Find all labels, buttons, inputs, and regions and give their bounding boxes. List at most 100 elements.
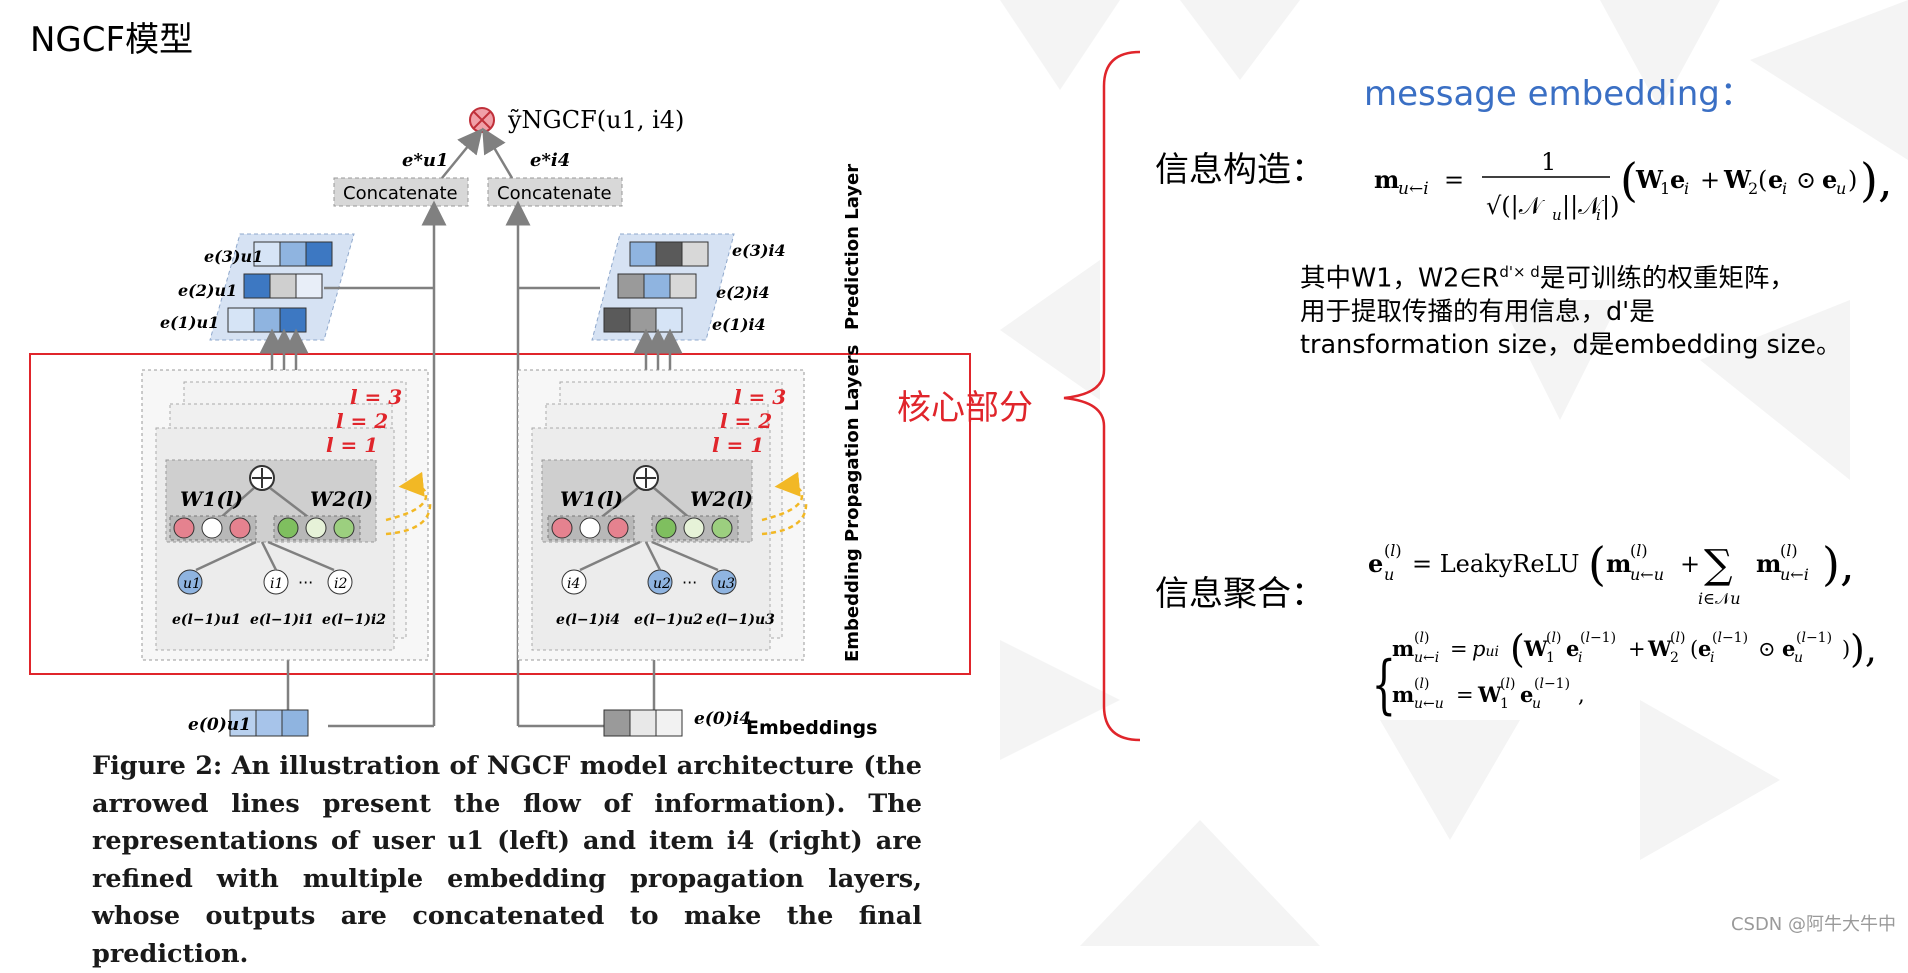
- left-node-label-1: u1: [183, 576, 201, 592]
- svg-text:W: W: [1647, 636, 1672, 661]
- svg-text:i: i: [1578, 650, 1582, 666]
- high-order-formula: { m u←i (l) = pui ( W 1 (l) e i (l−1) + …: [1372, 627, 1877, 722]
- left-l1: l = 1: [326, 433, 378, 457]
- svg-text:u: u: [1532, 696, 1541, 712]
- svg-text:(l−1): (l−1): [1712, 630, 1748, 646]
- left-stack-vectors: [227, 241, 333, 333]
- right-node-emb-2: e(l−1)u2: [634, 612, 703, 628]
- svg-text:),: ),: [1850, 627, 1877, 671]
- left-l3: l = 3: [350, 385, 402, 409]
- left-input-embedding: [229, 709, 309, 737]
- note-line-3: transformation size，d是embedding size。: [1300, 329, 1842, 360]
- core-brace: [1063, 50, 1141, 742]
- svg-text:(: (: [1690, 637, 1698, 661]
- ngcf-architecture-diagram: ỹNGCF(u1, i4) Concatenate Concatenate e*…: [29, 50, 1893, 742]
- right-l1: l = 1: [712, 433, 764, 457]
- svg-text:): ): [1848, 166, 1857, 194]
- right-input-label: e(0)i4: [694, 709, 751, 729]
- svg-text:⊙: ⊙: [1796, 166, 1816, 194]
- watermark: CSDN @阿牛大牛中: [1730, 914, 1896, 935]
- core-part-label: 核心部分: [897, 388, 1033, 428]
- svg-text:(: (: [1620, 153, 1638, 207]
- right-l3: l = 3: [734, 385, 786, 409]
- svg-text:=: =: [1450, 637, 1468, 661]
- svg-text:⊙: ⊙: [1758, 637, 1776, 661]
- propagation-layers-label: Embedding Propagation Layers: [842, 345, 863, 662]
- svg-text:e: e: [1670, 165, 1685, 194]
- left-node-i2: [327, 569, 353, 595]
- svg-text:(l−1): (l−1): [1534, 676, 1570, 692]
- right-stack-label-1: e(1)i4: [712, 315, 766, 334]
- svg-text:u: u: [1794, 650, 1803, 666]
- svg-text:W: W: [1523, 636, 1548, 661]
- svg-text:m: m: [1392, 682, 1414, 707]
- e-u-star-label: e*u1: [402, 150, 448, 171]
- svg-text:m: m: [1374, 165, 1399, 194]
- right-node-u3: [711, 569, 737, 595]
- svg-text:m: m: [1606, 549, 1631, 578]
- svg-text:e: e: [1566, 636, 1579, 661]
- svg-text:),: ),: [1822, 537, 1855, 591]
- svg-text:(l−1): (l−1): [1580, 630, 1616, 646]
- svg-text:(l): (l): [1670, 630, 1685, 646]
- svg-text:W: W: [1723, 165, 1752, 194]
- message-formula: m u←i = 1 √(|𝒩 u ||𝒩 i |) ( W 1 e i + W …: [1374, 148, 1893, 224]
- svg-text:i: i: [1710, 650, 1714, 666]
- svg-text:+: +: [1680, 550, 1700, 578]
- svg-text:(l): (l): [1500, 676, 1515, 692]
- left-node-label-2: i1: [270, 576, 283, 592]
- svg-text:(: (: [1510, 627, 1525, 671]
- right-stack-label-3: e(3)i4: [732, 241, 786, 260]
- svg-text:u←i: u←i: [1414, 650, 1439, 666]
- svg-text:),: ),: [1860, 153, 1893, 207]
- left-node-u1: [177, 569, 203, 595]
- svg-text:=: =: [1456, 683, 1474, 707]
- svg-text:u: u: [1836, 179, 1846, 198]
- svg-text:1: 1: [1500, 696, 1509, 712]
- svg-text:pui: pui: [1472, 637, 1499, 661]
- right-ellipsis: ···: [682, 573, 697, 592]
- svg-text:e: e: [1520, 682, 1533, 707]
- left-node-emb-2: e(l−1)i1: [250, 612, 314, 628]
- svg-text:(l): (l): [1630, 541, 1648, 560]
- svg-text:i: i: [1684, 179, 1689, 198]
- output-label: ỹNGCF(u1, i4): [507, 106, 684, 134]
- embeddings-label: Embeddings: [746, 717, 877, 739]
- note-line-1-a: 其中W1，W2∈R: [1300, 263, 1500, 294]
- right-node-label-2: u2: [653, 576, 671, 592]
- right-w2: W2(l): [690, 487, 753, 511]
- left-node-emb-3: e(l−1)i2: [322, 612, 386, 628]
- svg-text:= LeakyReLU: = LeakyReLU: [1412, 550, 1579, 578]
- svg-text:√(|𝒩: √(|𝒩: [1486, 192, 1546, 221]
- concat-label-right: Concatenate: [497, 183, 612, 204]
- background-pattern: [1000, 0, 1908, 946]
- core-highlight-box: [29, 353, 971, 675]
- svg-text:1: 1: [1660, 179, 1670, 198]
- svg-text:e: e: [1782, 636, 1795, 661]
- svg-text:e: e: [1768, 165, 1783, 194]
- left-l2: l = 2: [336, 409, 388, 433]
- note-line-1-sup: d'× d: [1499, 263, 1540, 281]
- right-l2: l = 2: [720, 409, 772, 433]
- svg-text:2: 2: [1670, 650, 1679, 666]
- right-node-emb-1: e(l−1)i4: [556, 612, 620, 628]
- svg-text:+: +: [1700, 166, 1720, 194]
- svg-text:(: (: [1758, 166, 1767, 194]
- message-construction-label: 信息构造：: [1155, 150, 1325, 190]
- svg-text:W: W: [1635, 165, 1664, 194]
- right-node-label-3: u3: [717, 576, 735, 592]
- note-line-2: 用于提取传播的有用信息，d'是: [1300, 296, 1655, 327]
- svg-text:u←i: u←i: [1398, 179, 1429, 199]
- svg-text:(l): (l): [1780, 541, 1798, 560]
- weight-matrix-note: 其中W1，W2∈Rd'× d是可训练的权重矩阵， 用于提取传播的有用信息，d'是…: [1300, 256, 1841, 362]
- figure-caption: Figure 2: An illustration of NGCF model …: [92, 751, 922, 969]
- svg-text:(l): (l): [1414, 630, 1429, 646]
- right-input-embedding: [603, 709, 683, 737]
- left-w1: W1(l): [180, 487, 243, 511]
- svg-text:(l): (l): [1414, 676, 1429, 692]
- left-stack-label-2: e(2)u1: [178, 281, 237, 300]
- svg-text:u: u: [1552, 206, 1562, 224]
- svg-text:2: 2: [1748, 179, 1758, 198]
- page-title: NGCF模型: [30, 20, 194, 60]
- left-ellipsis: ···: [298, 573, 313, 592]
